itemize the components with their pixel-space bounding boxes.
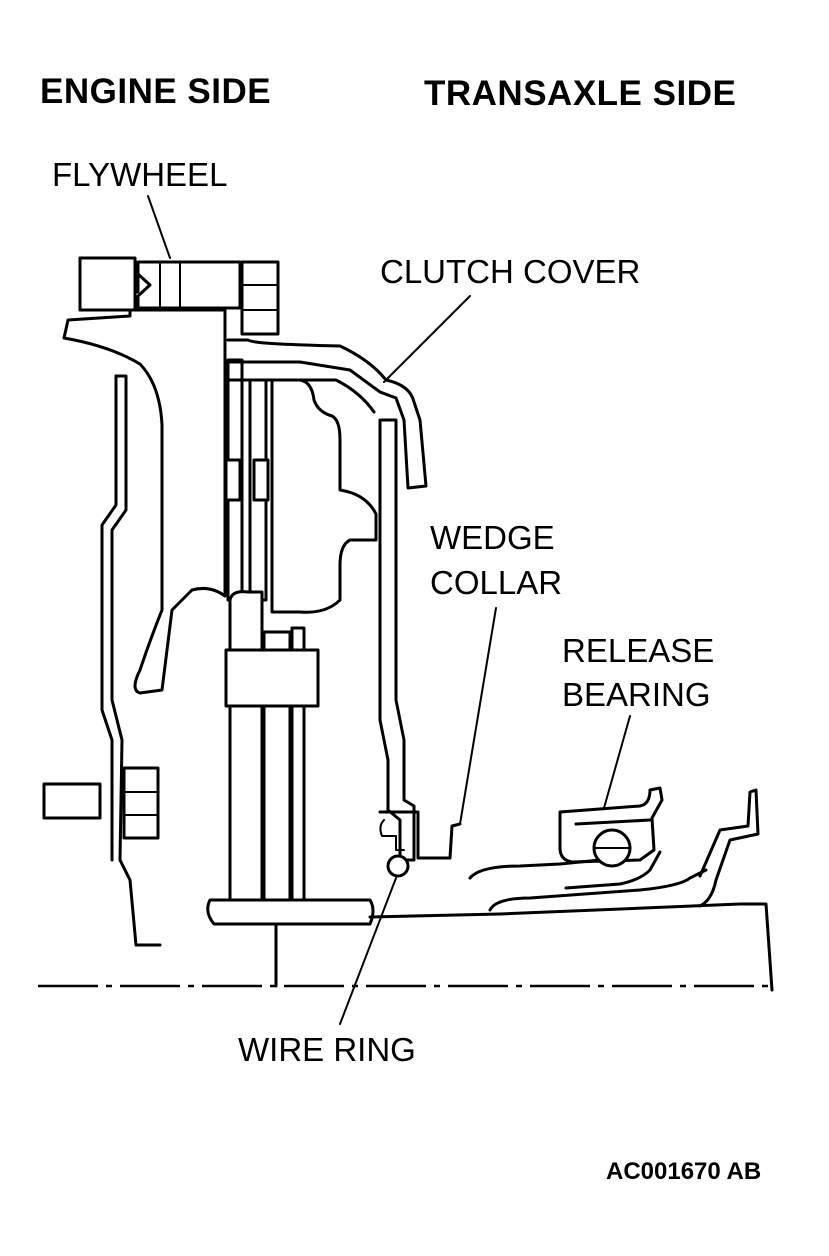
wedge-collar-leader-line — [459, 607, 497, 825]
release-bearing-race — [574, 818, 652, 826]
flywheel-label: FLYWHEEL — [52, 156, 228, 193]
release-bearing-housing — [558, 786, 664, 864]
disc-rivet — [224, 648, 320, 708]
diaphragm-spring — [378, 418, 416, 862]
wire-ring — [386, 854, 410, 878]
release-bearing-sleeve-lower — [488, 868, 708, 912]
clutch-disc-hub — [228, 590, 264, 902]
lower-bolt — [42, 782, 102, 820]
transaxle-side-heading: TRANSAXLE SIDE — [424, 74, 737, 113]
flywheel-leader-line — [147, 195, 171, 259]
clutch-disc-spring — [224, 458, 242, 502]
release-bearing-label-line2: BEARING — [562, 676, 711, 713]
wire-ring-leader-line — [339, 877, 397, 1025]
clutch-cover-leader-line — [383, 295, 471, 383]
release-bearing-sleeve-mid — [564, 850, 662, 890]
engine-plate — [110, 374, 162, 947]
wire-ring-label: WIRE RING — [238, 1031, 416, 1068]
lower-bolt-head — [122, 766, 160, 840]
release-bearing-label-line1: RELEASE — [562, 632, 715, 669]
flywheel-rim-step — [136, 260, 242, 310]
pressure-plate — [270, 378, 378, 614]
clutch-cover-inner — [226, 378, 376, 414]
wedge-collar — [378, 810, 462, 860]
figure-id: AC001670 AB — [606, 1158, 762, 1185]
flywheel-body — [62, 256, 227, 695]
disc-hub-bore — [206, 898, 375, 926]
engine-plate-inner — [100, 374, 118, 862]
wedge-collar-label-line2: COLLAR — [430, 564, 563, 601]
flywheel-rim — [78, 256, 137, 312]
wedge-collar-inner — [379, 819, 405, 851]
wedge-collar-label-line1: WEDGE — [430, 519, 555, 556]
bolt-head — [240, 260, 280, 336]
input-shaft — [368, 902, 774, 992]
clutch-disc-spring — [252, 458, 270, 502]
clutch-cover — [226, 338, 428, 490]
clutch-cover-label: CLUTCH COVER — [380, 253, 641, 290]
guide-tube — [698, 788, 760, 908]
release-bearing-leader-line — [603, 715, 631, 809]
engine-side-heading: ENGINE SIDE — [40, 72, 272, 111]
